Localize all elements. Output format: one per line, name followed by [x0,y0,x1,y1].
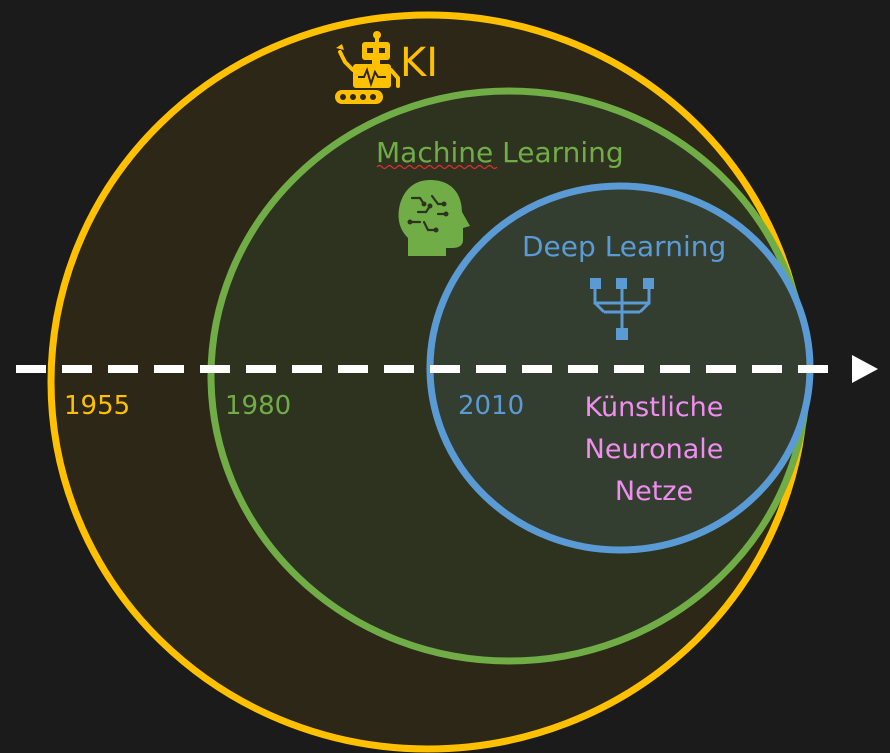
spellcheck-underline [376,164,498,170]
arrow-right-icon [852,355,878,383]
year-1955: 1955 [64,391,130,421]
year-1980: 1980 [225,391,291,421]
note-line3: Netze [615,476,693,507]
note-line1: Künstliche [585,392,724,423]
brain-head-icon [398,180,470,256]
machine-learning-title: Machine Learning [376,136,624,169]
hierarchy-icon [590,278,654,340]
ki-title: KI [400,40,438,86]
deep-learning-title: Deep Learning [522,230,726,263]
robot-icon [335,31,400,104]
machine-learning-title-part2: Learning [493,136,623,169]
note-line2: Neuronale [585,434,724,465]
year-2010: 2010 [458,391,524,421]
machine-learning-title-part1: Machine [376,136,493,169]
